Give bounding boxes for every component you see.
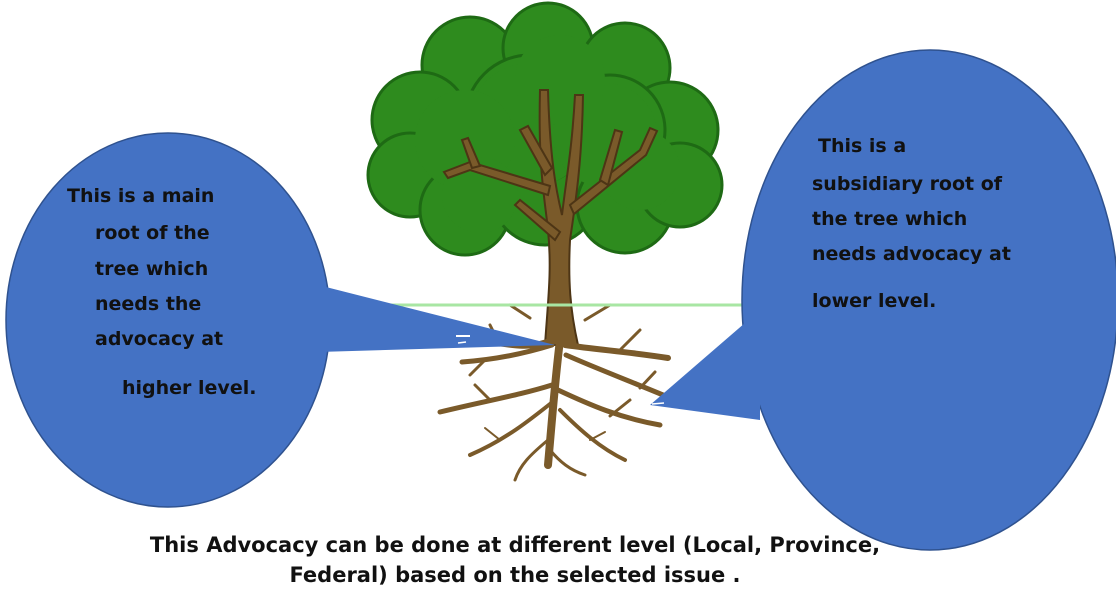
right-bubble-line-3: the tree which (812, 208, 968, 230)
caption-line-1: This Advocacy can be done at different l… (149, 533, 881, 557)
right-callout-bubble (650, 49, 1116, 551)
right-bubble-line-1: This is a (818, 135, 907, 157)
left-bubble-line-1: This is a main (67, 185, 215, 207)
left-bubble-line-5: advocacy at (95, 328, 224, 350)
tree-trunk (442, 89, 659, 346)
left-bubble-line-4: needs the (95, 293, 202, 315)
left-bubble-line-6: higher level. (122, 377, 257, 399)
right-bubble-line-5: lower level. (812, 290, 937, 312)
left-bubble-line-3: tree which (95, 258, 209, 280)
right-bubble-line-4: needs advocacy at (812, 243, 1011, 265)
caption-line-2: Federal) based on the selected issue . (289, 563, 741, 587)
right-bubble-line-2: subsidiary root of (812, 173, 1003, 195)
left-callout-bubble (5, 132, 555, 508)
left-bubble-line-2: root of the (95, 222, 210, 244)
